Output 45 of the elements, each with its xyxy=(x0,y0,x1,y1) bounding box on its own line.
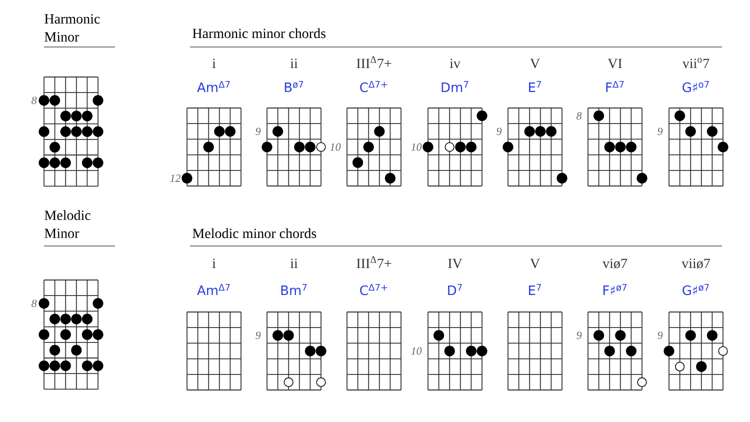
chords-heading: Harmonic minor chords xyxy=(192,28,326,38)
chord-name: F$^{Δ7}$ xyxy=(606,81,624,92)
chord-name: Am$^{Δ7}$ xyxy=(197,81,230,92)
fret-number: 9 xyxy=(658,128,663,136)
chord-name: Bm$^{7}$ xyxy=(281,284,307,295)
fret-number: 9 xyxy=(256,332,261,340)
chord-name: D$^{7}$ xyxy=(448,284,462,295)
fret-number: 8 xyxy=(32,300,37,308)
fret-number: 9 xyxy=(496,128,502,136)
roman-numeral: i xyxy=(212,258,216,268)
chord-name: Am$^{Δ7}$ xyxy=(197,284,230,295)
roman-numeral: viø7 xyxy=(602,258,628,269)
chord-name: Dm$^{7}$ xyxy=(442,81,468,92)
roman-numeral: vii$^{o}$7 xyxy=(682,58,710,68)
fret-number: 10 xyxy=(330,143,341,151)
chord-name: C$^{Δ7+}$ xyxy=(360,284,388,296)
fret-number: 8 xyxy=(576,112,582,120)
roman-numeral: IV xyxy=(448,258,462,268)
chord-name: G♯$^{o7}$ xyxy=(682,81,709,92)
fret-number: 9 xyxy=(576,332,582,340)
roman-numeral: V xyxy=(530,58,540,68)
roman-numeral: ii xyxy=(290,258,298,268)
roman-numeral: V xyxy=(530,258,540,268)
chord-name: G♯$^{ø7}$ xyxy=(682,284,709,296)
roman-numeral: iv xyxy=(450,58,460,68)
roman-numeral: III$^{Δ}$7+ xyxy=(356,256,392,268)
fret-number: 10 xyxy=(411,143,422,151)
roman-numeral: III$^{Δ}$7+ xyxy=(356,56,392,68)
chord-name: C$^{Δ7+}$ xyxy=(360,81,388,92)
chords-heading: Melodic minor chords xyxy=(192,228,316,238)
fret-number: 12 xyxy=(170,174,181,182)
fret-number: 9 xyxy=(658,332,663,340)
roman-numeral: ii xyxy=(290,58,298,68)
chord-name: E$^{7}$ xyxy=(529,81,541,92)
chord-name: F♯$^{ø7}$ xyxy=(603,284,627,295)
section-heading: Melodic Minor xyxy=(44,210,90,238)
fret-number: 9 xyxy=(256,128,261,136)
chord-name: E$^{7}$ xyxy=(529,284,541,295)
roman-numeral: viiø7 xyxy=(682,258,710,269)
chord-name: B$^{ø7}$ xyxy=(284,81,304,92)
roman-numeral: VI xyxy=(608,58,622,68)
fret-number: 10 xyxy=(411,347,422,355)
fret-number: 8 xyxy=(32,96,37,104)
roman-numeral: i xyxy=(212,58,216,68)
section-heading: Harmonic Minor xyxy=(44,14,100,42)
